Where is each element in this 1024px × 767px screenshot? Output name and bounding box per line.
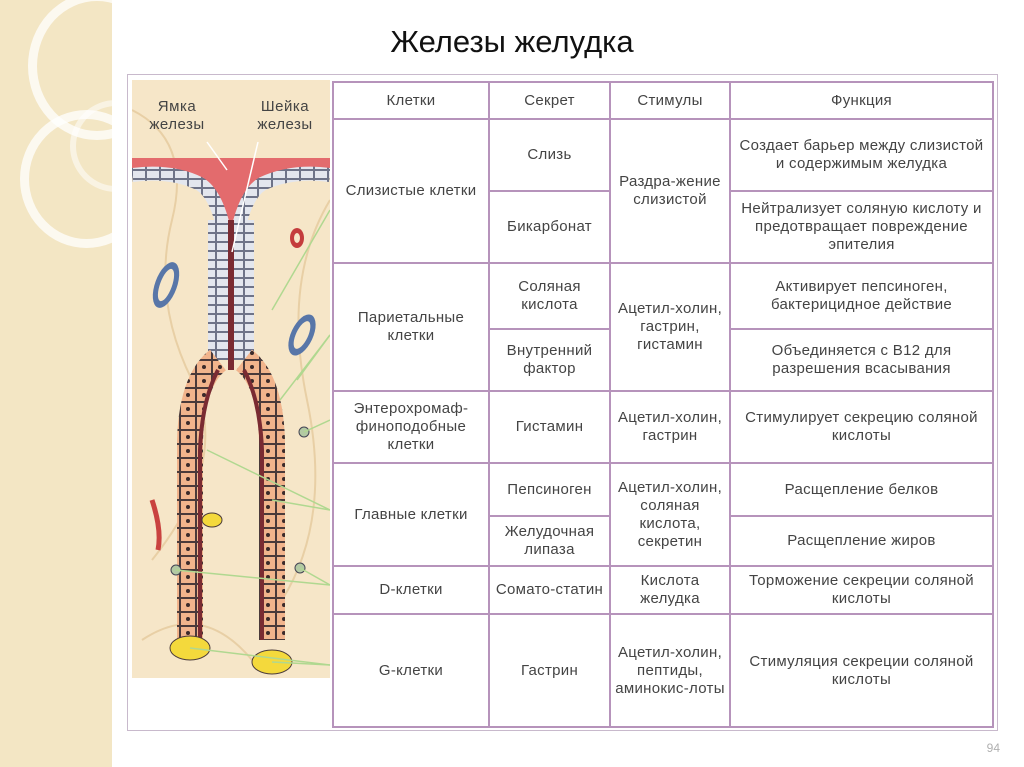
stimuli-ecl: Ацетил-холин, гастрин [609, 390, 731, 464]
header-function: Функция [729, 81, 994, 120]
secret-somatostatin: Сомато-статин [488, 565, 611, 615]
table-header-row: Клетки Секрет Стимулы Функция [332, 81, 994, 120]
secret-bicarbonate: Бикарбонат [488, 190, 611, 264]
function-bicarbonate: Нейтрализует соляную кислоту и предотвра… [729, 190, 994, 264]
stimuli-mucous: Раздра-жение слизистой [609, 118, 731, 264]
cell-type-parietal: Париетальные клетки [332, 262, 490, 392]
slide-title: Железы желудка [390, 24, 634, 59]
secret-intrinsic-factor: Внутренний фактор [488, 328, 611, 392]
table-row: Слизистые клетки Слизь Раздра-жение слиз… [332, 118, 994, 264]
table-row: Париетальные клетки Соляная кислота Ацет… [332, 262, 994, 392]
secret-lipase: Желудочная липаза [488, 515, 611, 567]
table-row: G-клетки Гастрин Ацетил-холин, пептиды, … [332, 613, 994, 728]
function-somatostatin: Торможение секреции соляной кислоты [729, 565, 994, 615]
table-row: Энтерохромаф-финоподобные клетки Гистами… [332, 390, 994, 464]
header-stimuli: Стимулы [609, 81, 731, 120]
header-secret: Секрет [488, 81, 611, 120]
function-histamine: Стимулирует секрецию соляной кислоты [729, 390, 994, 464]
header-cells: Клетки [332, 81, 490, 120]
table-row: Бикарбонат Нейтрализует соляную кислоту … [333, 190, 994, 264]
function-lipase: Расщепление жиров [729, 515, 994, 567]
cell-type-ecl: Энтерохромаф-финоподобные клетки [332, 390, 490, 464]
label-gland-neck: Шейка железы [257, 98, 313, 133]
function-pepsinogen: Расщепление белков [729, 462, 994, 517]
function-mucus: Создает барьер между слизистой и содержи… [729, 118, 994, 192]
stimuli-parietal: Ацетил-холин, гастрин, гистамин [609, 262, 731, 392]
function-hcl: Активирует пепсиноген, бактерицидное дей… [729, 262, 994, 330]
cell-type-mucous: Слизистые клетки [332, 118, 490, 264]
cell-type-chief: Главные клетки [332, 462, 490, 567]
secret-gastrin: Гастрин [488, 613, 611, 728]
secret-hcl: Соляная кислота [488, 262, 611, 330]
gland-illustration [132, 80, 330, 678]
table-row: Внутренний фактор Объединяется с В12 для… [333, 328, 994, 392]
page-number: 94 [986, 741, 1000, 755]
table-row: Главные клетки Пепсиноген Ацетил-холин, … [332, 462, 994, 567]
secret-histamine: Гистамин [488, 390, 611, 464]
gastric-gland-diagram: Ямка железы Шейка железы [132, 80, 330, 678]
table-row: Желудочная липаза Расщепление жиров [333, 515, 994, 567]
secret-pepsinogen: Пепсиноген [488, 462, 611, 517]
secret-mucus: Слизь [488, 118, 611, 192]
table-row: D-клетки Сомато-статин Кислота желудка Т… [332, 565, 994, 615]
cell-type-g: G-клетки [332, 613, 490, 728]
stimuli-g: Ацетил-холин, пептиды, аминокис-лоты [609, 613, 731, 728]
stimuli-chief: Ацетил-холин, соляная кислота, секретин [609, 462, 731, 567]
function-gastrin: Стимуляция секреции соляной кислоты [729, 613, 994, 728]
function-intrinsic-factor: Объединяется с В12 для разрешения всасыв… [729, 328, 994, 392]
gastric-glands-table: Клетки Секрет Стимулы Функция Слизистые … [332, 81, 994, 728]
cell-type-d: D-клетки [332, 565, 490, 615]
stimuli-d: Кислота желудка [609, 565, 731, 615]
label-gland-pit: Ямка железы [149, 98, 205, 133]
